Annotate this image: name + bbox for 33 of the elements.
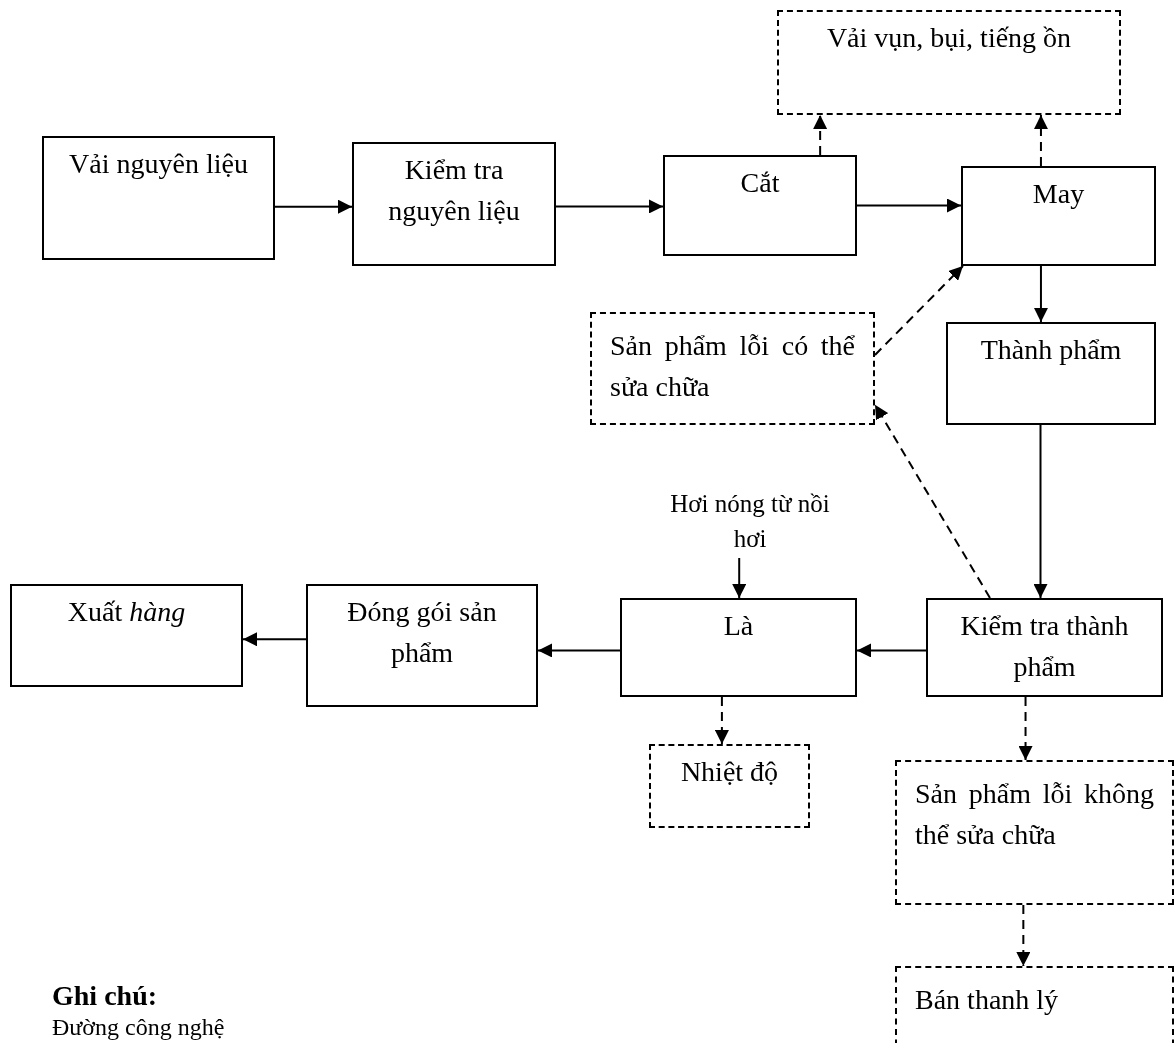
arrow xyxy=(242,632,307,647)
process-box: Kiểm tra nguyên liệu xyxy=(352,142,556,266)
output-box: Sản phẩm lỗi có thể sửa chữa xyxy=(590,312,875,425)
arrow xyxy=(537,643,621,658)
process-box: Cắt xyxy=(663,155,857,256)
arrow xyxy=(1033,265,1048,323)
arrow xyxy=(874,265,964,356)
output-box: Sản phẩm lỗi không thể sửa chữa xyxy=(895,760,1174,905)
arrow xyxy=(1018,696,1033,761)
arrow xyxy=(714,696,729,745)
arrow xyxy=(1033,424,1048,599)
process-box: Đóng gói sản phẩm xyxy=(306,584,538,707)
process-box: Vải nguyên liệu xyxy=(42,136,275,260)
output-box: Vải vụn, bụi, tiếng ồn xyxy=(777,10,1121,115)
arrow xyxy=(856,198,962,213)
process-box: Thành phẩm xyxy=(946,322,1156,425)
process-box: Kiểm tra thành phẩm xyxy=(926,598,1163,697)
input-label: Hơi nóng từ nồi hơi xyxy=(660,486,840,558)
arrow xyxy=(555,199,664,214)
legend-text: Đường công nghệ xyxy=(52,1014,225,1041)
process-box: May xyxy=(961,166,1156,266)
arrow xyxy=(732,557,747,599)
process-box: Là xyxy=(620,598,857,697)
arrow xyxy=(274,199,353,214)
output-box: Nhiệt độ xyxy=(649,744,810,828)
process-box: Xuất hàng xyxy=(10,584,243,687)
legend-heading: Ghi chú: xyxy=(52,980,158,1012)
arrow xyxy=(1016,904,1031,967)
arrow xyxy=(856,643,927,658)
output-box: Bán thanh lý xyxy=(895,966,1174,1043)
arrow xyxy=(813,114,828,156)
arrow xyxy=(874,403,991,599)
arrow xyxy=(1033,114,1048,167)
